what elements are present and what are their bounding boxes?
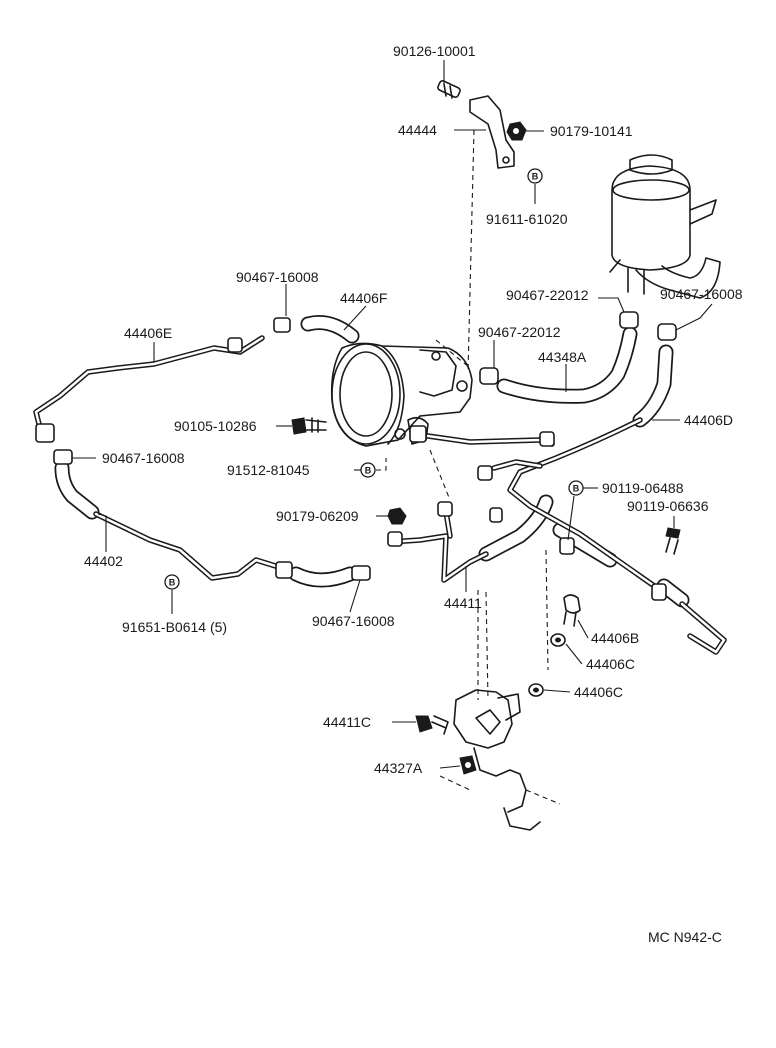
pipe-pump-outlet: [425, 433, 555, 447]
bolt-marker-90119-06488: B: [568, 480, 584, 496]
part-labels: 90126-10001 44444 90179-10141 91611-6102…: [84, 43, 743, 945]
label-91651-B0614: 91651-B0614 (5): [122, 619, 227, 635]
label-44411: 44411: [444, 595, 482, 611]
label-90179-06209: 90179-06209: [276, 508, 359, 524]
label-44406C-b: 44406C: [574, 684, 623, 700]
bolt-marker-91512-81045: B: [360, 462, 376, 478]
svg-text:B: B: [532, 172, 539, 182]
label-90467-22012-b: 90467-22012: [478, 324, 561, 340]
clamps: [35, 311, 677, 601]
leader-lines: [72, 60, 713, 769]
label-44406B: 44406B: [591, 630, 639, 646]
hose-lower-right: [478, 494, 690, 608]
steering-gear-box: [439, 689, 561, 831]
nut-90179-06209: [387, 507, 407, 525]
label-44406F: 44406F: [340, 290, 387, 306]
label-44411C: 44411C: [323, 714, 371, 730]
bolt-44406B: [563, 594, 581, 627]
bolt-marker-91611-61020: B: [527, 168, 543, 184]
label-90467-16008-c: 90467-16008: [102, 450, 185, 466]
label-90105-10286: 90105-10286: [174, 418, 257, 434]
pipe-44406D: [507, 417, 663, 593]
hose-44402-right: [288, 566, 358, 588]
hose-44348A: [496, 326, 638, 404]
label-44348A: 44348A: [538, 349, 587, 365]
label-90126-10001: 90126-10001: [393, 43, 476, 59]
label-90467-16008-d: 90467-16008: [312, 613, 395, 629]
label-44406D: 44406D: [684, 412, 733, 428]
label-44444: 44444: [398, 122, 437, 138]
label-91611-61020: 91611-61020: [486, 211, 568, 227]
label-90467-22012-a: 90467-22012: [506, 287, 589, 303]
fitting-44327A: [459, 755, 477, 775]
hose-left-lower: [54, 460, 100, 520]
svg-text:B: B: [365, 466, 372, 476]
svg-text:B: B: [573, 484, 580, 494]
pipe-return-right: [679, 601, 727, 655]
label-90467-16008-b: 90467-16008: [660, 286, 743, 302]
label-44327A: 44327A: [374, 760, 423, 776]
label-90119-06488: 90119-06488: [602, 480, 684, 496]
reservoir-tank: [609, 154, 721, 299]
diagram-code: MC N942-C: [648, 929, 722, 945]
washer-44406C-2: [528, 683, 544, 697]
label-90467-16008-a: 90467-16008: [236, 269, 319, 285]
bolt-44411C: [415, 715, 449, 735]
label-44406E: 44406E: [124, 325, 172, 341]
svg-text:B: B: [169, 578, 176, 588]
pipe-44402: [93, 511, 285, 581]
power-steering-pump: [330, 342, 473, 447]
label-44402: 44402: [84, 553, 123, 569]
label-90119-06636: 90119-06636: [627, 498, 709, 514]
bolt-90105-10286: [291, 417, 327, 435]
nut-90179-10141: [506, 121, 527, 141]
label-90179-10141: 90179-10141: [550, 123, 633, 139]
hose-44406D: [632, 344, 674, 428]
hose-44406F: [300, 315, 360, 344]
bolt-90126-10001: [437, 80, 461, 99]
assembly-lines: [376, 129, 549, 701]
bolt-90119-06636: [665, 527, 681, 555]
bolt-marker-91651-B0614: B: [164, 574, 180, 590]
label-44406C-a: 44406C: [586, 656, 635, 672]
pipe-44411: [387, 459, 543, 583]
washer-44406C-1: [550, 633, 566, 647]
label-91512-81045: 91512-81045: [227, 462, 310, 478]
bracket-44444: [469, 95, 515, 169]
